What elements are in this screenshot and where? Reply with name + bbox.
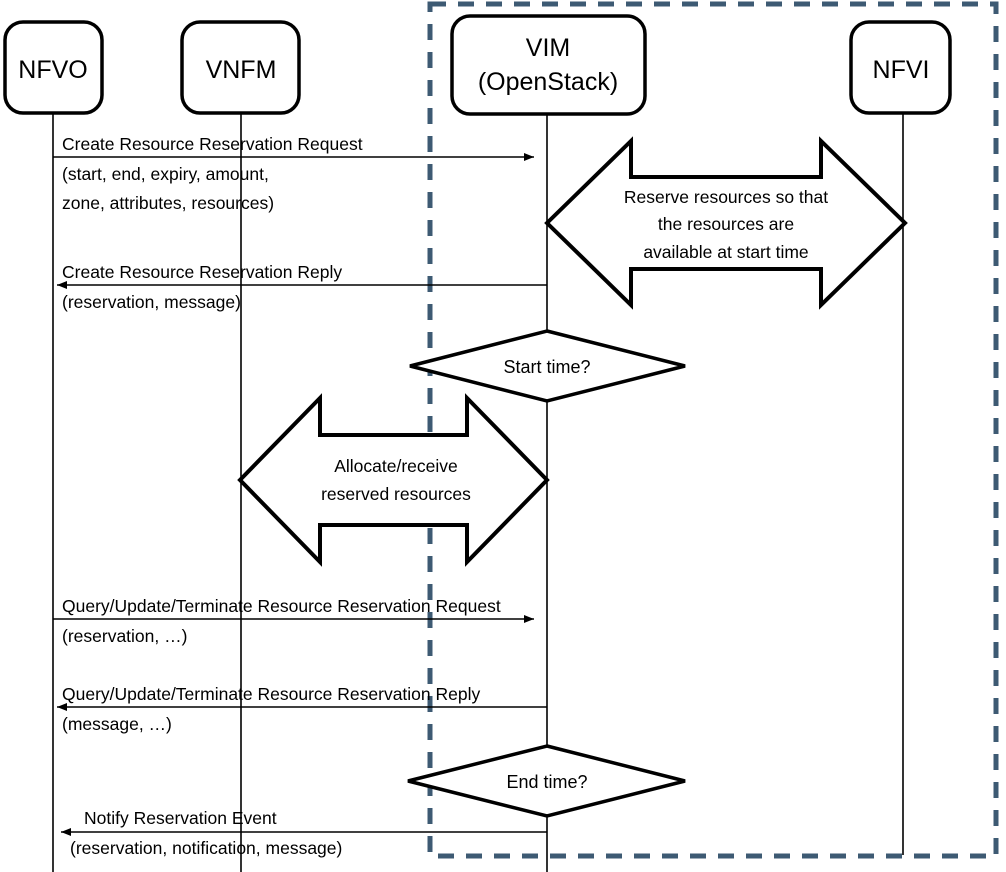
message-label-create-reply-line1: Create Resource Reservation Reply: [62, 262, 342, 282]
actor-box-vim[interactable]: VIM (OpenStack): [450, 14, 647, 116]
double-arrow-reserve-label-line1: Reserve resources so that: [624, 187, 828, 207]
actor-box-nfvi-rect: [849, 20, 952, 115]
message-create-resource-reservation-request[interactable]: Create Resource Reservation Request (sta…: [53, 134, 534, 213]
message-label-notify-line1: Notify Reservation Event: [84, 808, 277, 828]
message-label-create-request-line1: Create Resource Reservation Request: [62, 134, 363, 154]
decision-end-time-label: End time?: [506, 772, 587, 792]
message-label-notify-line2: (reservation, notification, message): [70, 838, 342, 858]
decision-end-time-diamond: [407, 744, 686, 818]
message-label-create-reply-line2: (reservation, message): [62, 292, 241, 312]
actor-label-vim-sub: (OpenStack): [478, 68, 618, 96]
double-arrow-allocate-label-line2: reserved resources: [321, 484, 471, 504]
actor-label-vim: VIM: [526, 34, 570, 62]
message-label-qut-reply-line2: (message, …): [62, 714, 172, 734]
actor-box-vnfm-rect: [180, 20, 301, 115]
actor-box-vnfm[interactable]: VNFM: [180, 20, 301, 115]
double-arrow-allocate-shape: [237, 393, 550, 567]
decision-start-time-diamond: [409, 329, 686, 403]
actor-box-nfvo[interactable]: NFVO: [3, 20, 104, 115]
decision-end-time[interactable]: End time?: [407, 744, 686, 818]
actor-box-nfvo-rect: [3, 20, 104, 115]
actor-label-nfvi: NFVI: [873, 56, 930, 84]
double-arrow-reserve-resources[interactable]: Reserve resources so that the resources …: [544, 136, 908, 310]
actor-box-vim-rect: [450, 14, 647, 116]
message-label-create-request-line3: zone, attributes, resources): [62, 193, 274, 213]
message-query-update-terminate-reply[interactable]: Query/Update/Terminate Resource Reservat…: [57, 684, 547, 734]
actor-label-nfvo: NFVO: [18, 56, 87, 84]
actor-label-vnfm: VNFM: [206, 56, 277, 84]
vim-nfvi-boundary: [427, 1, 999, 859]
message-create-resource-reservation-reply[interactable]: Create Resource Reservation Reply (reser…: [57, 262, 547, 312]
decision-start-time-label: Start time?: [503, 357, 590, 377]
decision-start-time[interactable]: Start time?: [409, 329, 686, 403]
message-label-qut-reply-line1: Query/Update/Terminate Resource Reservat…: [62, 684, 480, 704]
message-label-create-request-line2: (start, end, expiry, amount,: [62, 164, 269, 184]
double-arrow-allocate-label-line1: Allocate/receive: [334, 456, 458, 476]
actor-box-nfvi[interactable]: NFVI: [849, 20, 952, 115]
message-label-qut-request-line1: Query/Update/Terminate Resource Reservat…: [62, 596, 501, 616]
double-arrow-allocate-reserved-resources[interactable]: Allocate/receive reserved resources: [237, 393, 550, 567]
double-arrow-reserve-label-line2: the resources are: [658, 214, 794, 234]
double-arrow-reserve-label-line3: available at start time: [643, 242, 808, 262]
message-label-qut-request-line2: (reservation, …): [62, 626, 187, 646]
message-notify-reservation-event[interactable]: Notify Reservation Event (reservation, n…: [61, 808, 547, 858]
double-arrow-reserve-resources-shape: [544, 136, 908, 310]
message-query-update-terminate-request[interactable]: Query/Update/Terminate Resource Reservat…: [53, 596, 534, 646]
